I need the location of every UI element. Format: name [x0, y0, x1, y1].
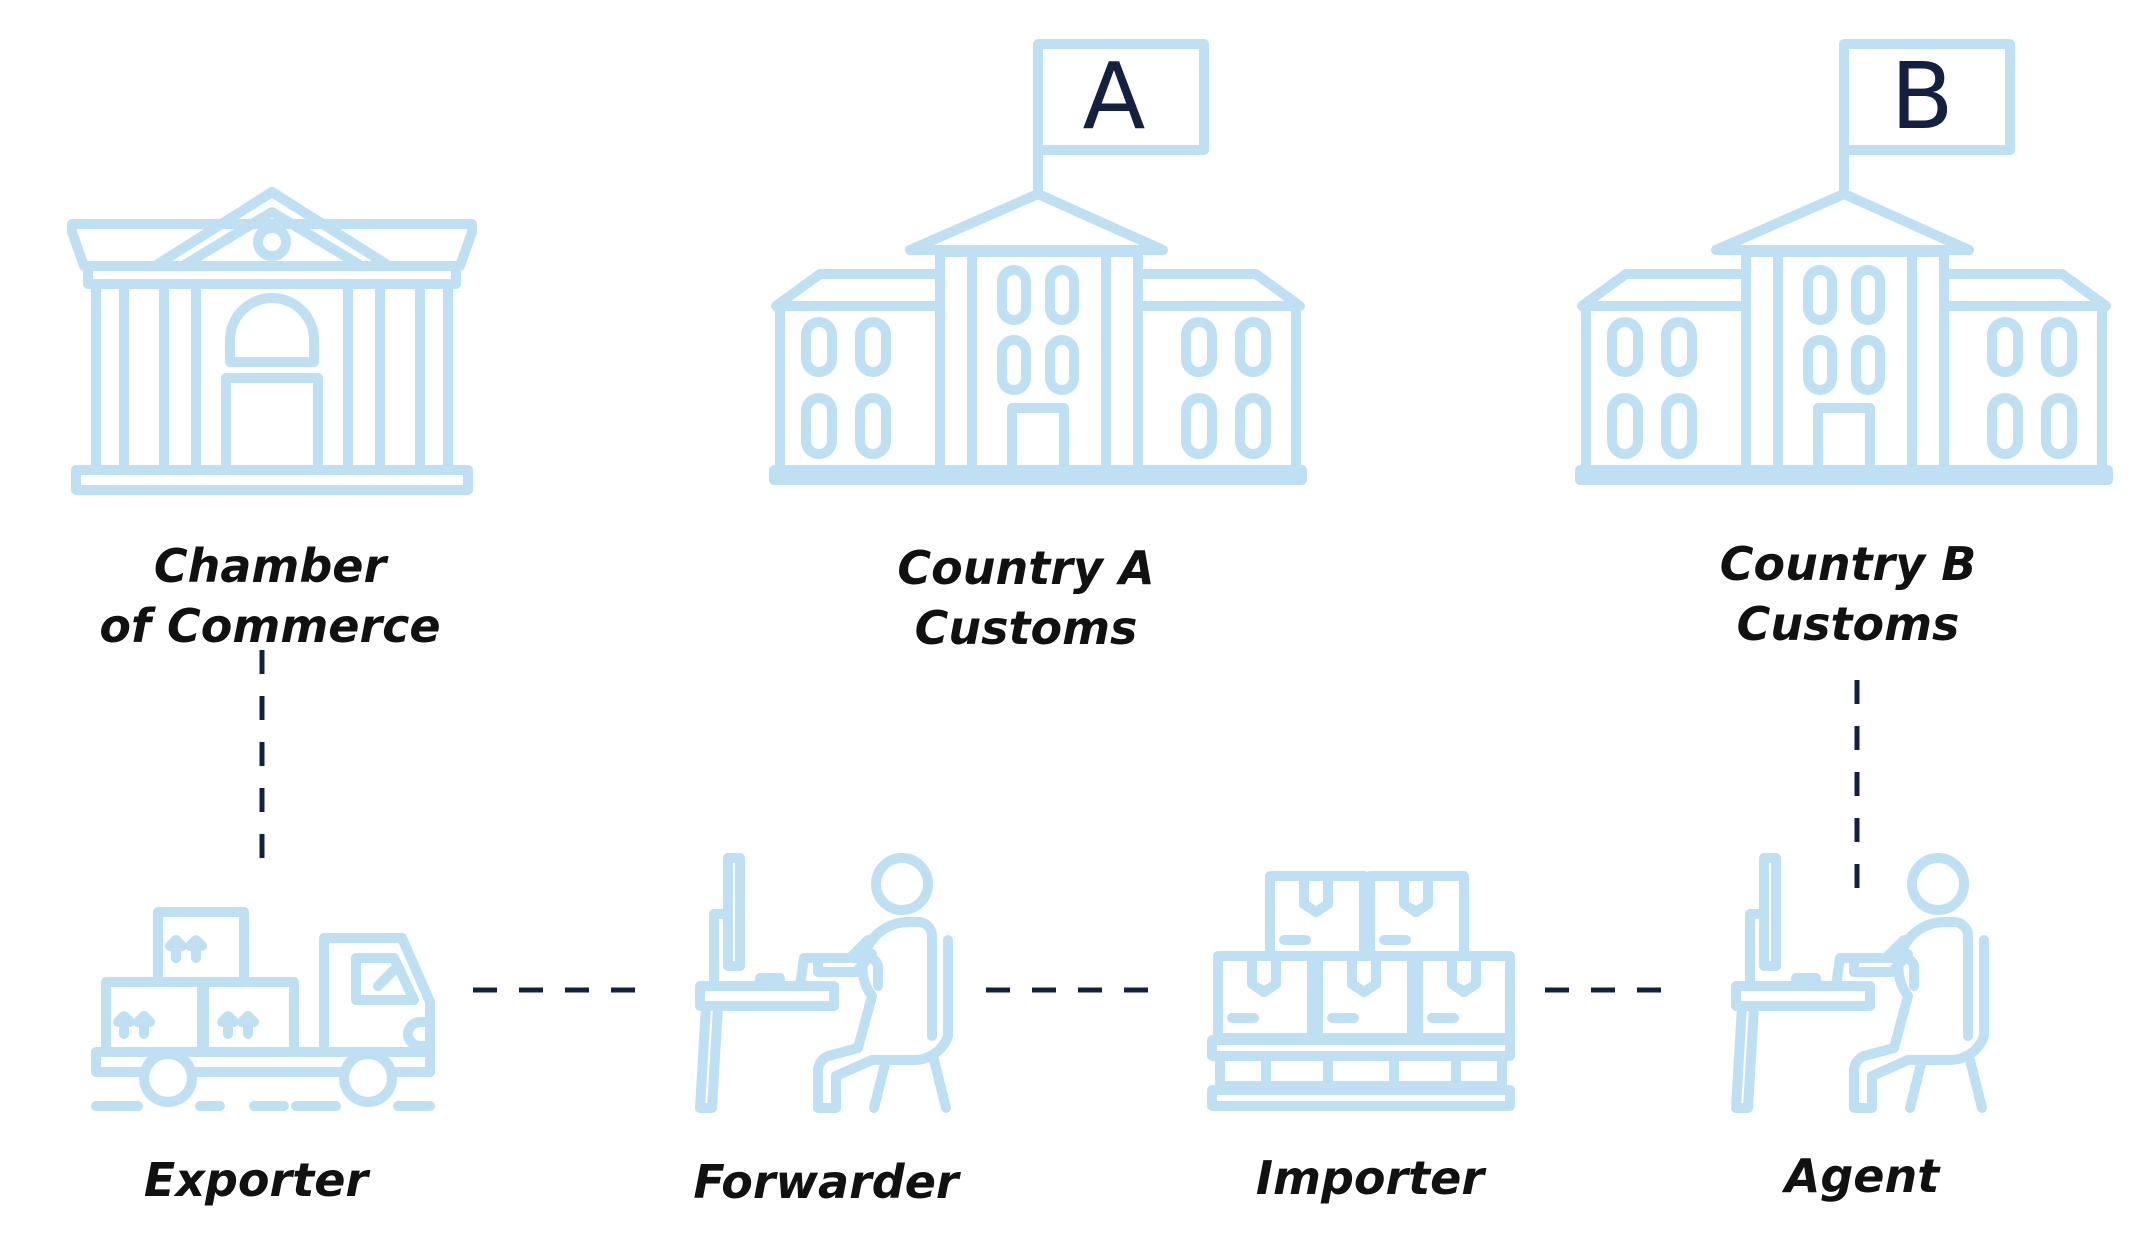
importer-label: Importer: [1256, 1151, 1487, 1205]
government-building-icon: [1575, 39, 2113, 485]
office-worker-icon: [695, 853, 953, 1113]
connectors: [259, 650, 1860, 993]
chamber-label-line2: of Commerce: [99, 599, 440, 653]
office-worker-icon: [1731, 853, 1989, 1113]
customs-b-label-line1: Country B: [1720, 537, 1977, 591]
exporter-label: Exporter: [144, 1153, 371, 1207]
flag-a-letter: A: [1083, 43, 1146, 150]
chamber-label-line1: Chamber: [154, 539, 390, 593]
agent-label: Agent: [1782, 1149, 1941, 1203]
courthouse-icon: [67, 187, 477, 495]
flag-b: [1839, 39, 2015, 155]
delivery-truck-icon: [91, 907, 435, 1111]
customs-a-label-line2: Customs: [915, 601, 1138, 655]
government-building-icon: [769, 39, 1307, 485]
customs-a-label-line1: Country A: [897, 541, 1154, 595]
pallet-boxes-icon: [1207, 871, 1515, 1111]
flag-a: [1033, 39, 1209, 155]
forwarder-label: Forwarder: [693, 1155, 961, 1209]
flag-b-letter: B: [1890, 43, 1953, 150]
customs-b-label-line2: Customs: [1737, 597, 1960, 651]
